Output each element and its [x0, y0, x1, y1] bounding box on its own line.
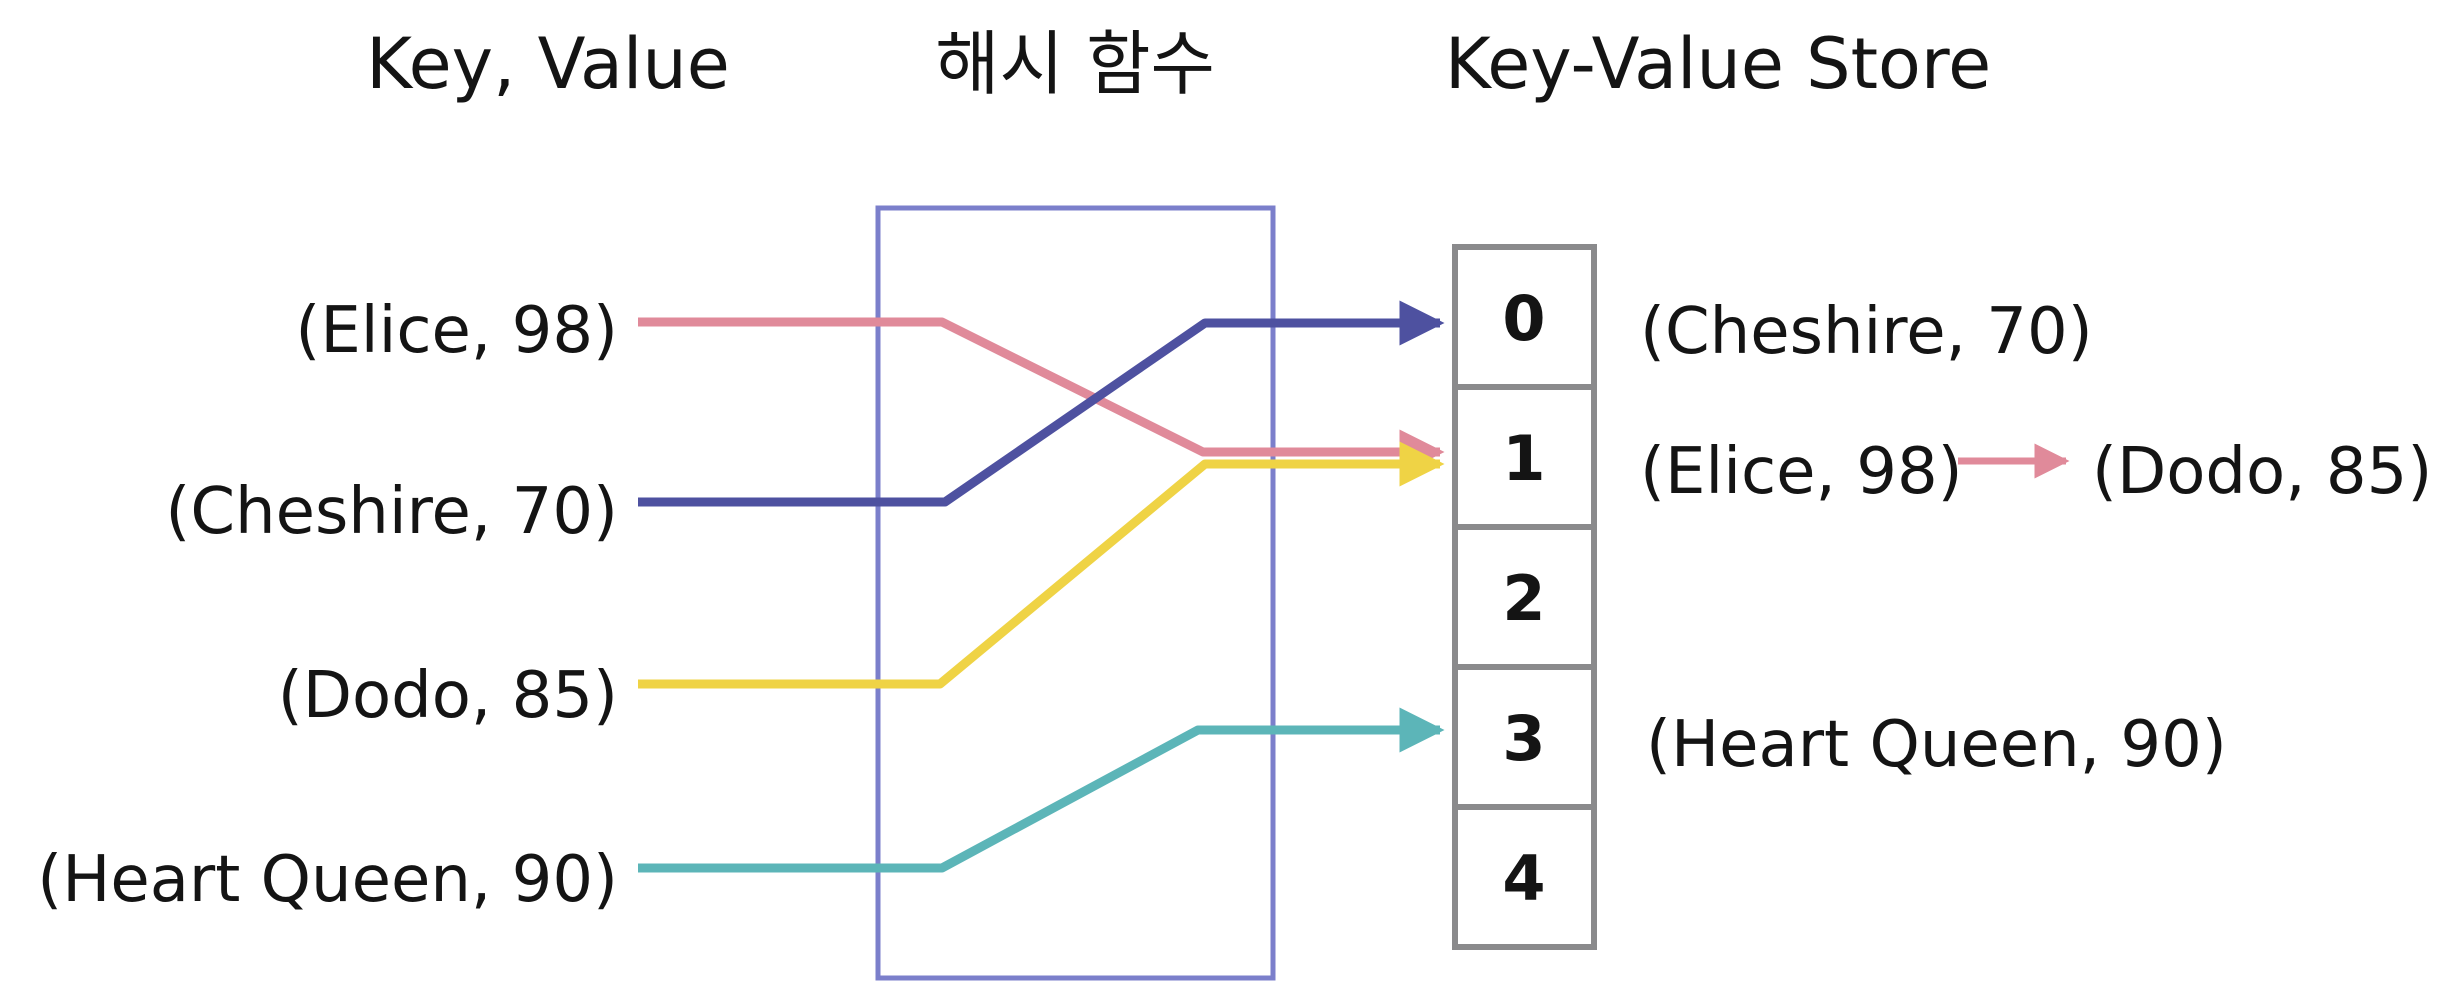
store-entry-slot0: (Cheshire, 70) — [1640, 295, 2093, 369]
store-slot-1 — [1452, 384, 1597, 530]
mapping-line-dodo — [638, 441, 1445, 689]
store-slots: 0 1 2 3 4 — [1452, 244, 1597, 950]
mapping-line-heart-queen — [638, 707, 1445, 873]
input-column-title: Key, Value — [366, 23, 730, 105]
input-label-heart-queen: (Heart Queen, 90) — [37, 843, 618, 917]
store-slot-4 — [1452, 804, 1597, 950]
store-slot-index: 2 — [1502, 562, 1545, 635]
input-label-elice: (Elice, 98) — [295, 294, 618, 368]
mapping-line-elice — [638, 317, 1445, 475]
hash-function-box — [875, 205, 1276, 981]
mapping-line-cheshire — [638, 300, 1445, 507]
store-slot-index: 0 — [1502, 282, 1545, 355]
input-label-cheshire: (Cheshire, 70) — [165, 475, 618, 549]
store-slot-3 — [1452, 664, 1597, 810]
store-slot-index: 3 — [1502, 702, 1545, 775]
store-slot-index: 1 — [1502, 422, 1545, 495]
input-label-dodo: (Dodo, 85) — [278, 659, 618, 733]
store-column-title: Key-Value Store — [1445, 23, 1991, 105]
store-slot-2 — [1452, 524, 1597, 670]
store-entry-slot1: (Elice, 98) — [1640, 435, 1963, 509]
hash-function-title: 해시 함수 — [935, 23, 1215, 105]
store-slot-0 — [1452, 244, 1597, 390]
store-entry-slot3: (Heart Queen, 90) — [1646, 708, 2227, 782]
store-entry-slot1-chained: (Dodo, 85) — [2092, 435, 2432, 509]
store-slot-index: 4 — [1502, 842, 1545, 915]
